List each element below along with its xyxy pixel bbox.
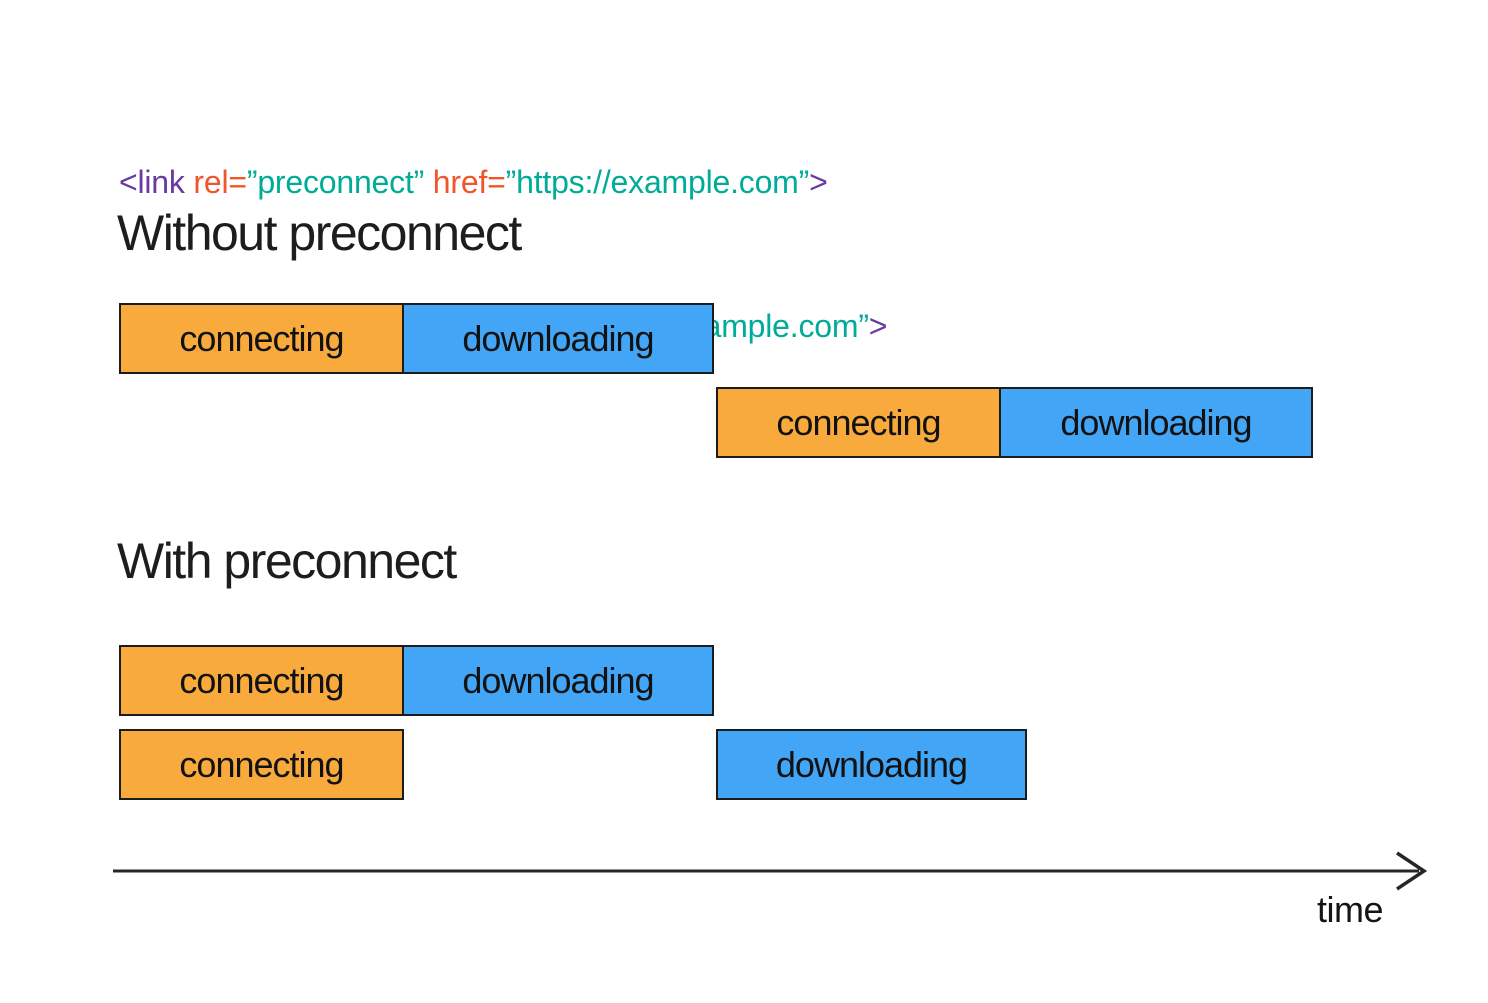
code-token-href-value: ”https://example.com” bbox=[505, 164, 810, 200]
bar-segment-connecting: connecting bbox=[119, 303, 404, 374]
request-bar-with-1: connecting downloading bbox=[119, 645, 714, 716]
bar-segment-label: downloading bbox=[462, 317, 654, 359]
code-line-1: <link rel=”preconnect” href=”https://exa… bbox=[119, 158, 887, 206]
time-axis-arrow bbox=[113, 851, 1428, 891]
bar-segment-downloading: downloading bbox=[999, 387, 1313, 458]
bar-segment-connecting: connecting bbox=[119, 645, 404, 716]
bar-segment-downloading: downloading bbox=[402, 645, 714, 716]
section-title-with-preconnect: With preconnect bbox=[117, 533, 457, 589]
code-token-tag-close: > bbox=[868, 308, 888, 344]
bar-segment-label: connecting bbox=[776, 401, 941, 443]
code-token-rel-attr: rel= bbox=[193, 164, 247, 200]
time-axis-label: time bbox=[1317, 889, 1384, 930]
code-token-tag-close: > bbox=[809, 164, 828, 200]
bar-segment-label: connecting bbox=[179, 743, 344, 785]
code-token-href-attr: href= bbox=[432, 164, 506, 200]
bar-segment-label: downloading bbox=[775, 743, 968, 785]
bar-segment-label: connecting bbox=[179, 317, 344, 359]
request-bar-without-2: connecting downloading bbox=[716, 387, 1313, 458]
bar-segment-downloading: downloading bbox=[716, 729, 1027, 800]
section-title-without-preconnect: Without preconnect bbox=[117, 205, 522, 261]
bar-segment-label: downloading bbox=[1060, 401, 1252, 443]
code-token-tag-open: <link bbox=[119, 164, 194, 200]
bar-segment-downloading: downloading bbox=[402, 303, 714, 374]
bar-segment-label: connecting bbox=[179, 659, 344, 701]
code-token-rel-value: ”preconnect” bbox=[246, 164, 433, 200]
bar-segment-connecting: connecting bbox=[716, 387, 1001, 458]
request-bar-with-2: connecting downloading bbox=[119, 729, 1027, 800]
request-bar-without-1: connecting downloading bbox=[119, 303, 714, 374]
bar-segment-label: downloading bbox=[462, 659, 654, 701]
bar-segment-connecting: connecting bbox=[119, 729, 404, 800]
